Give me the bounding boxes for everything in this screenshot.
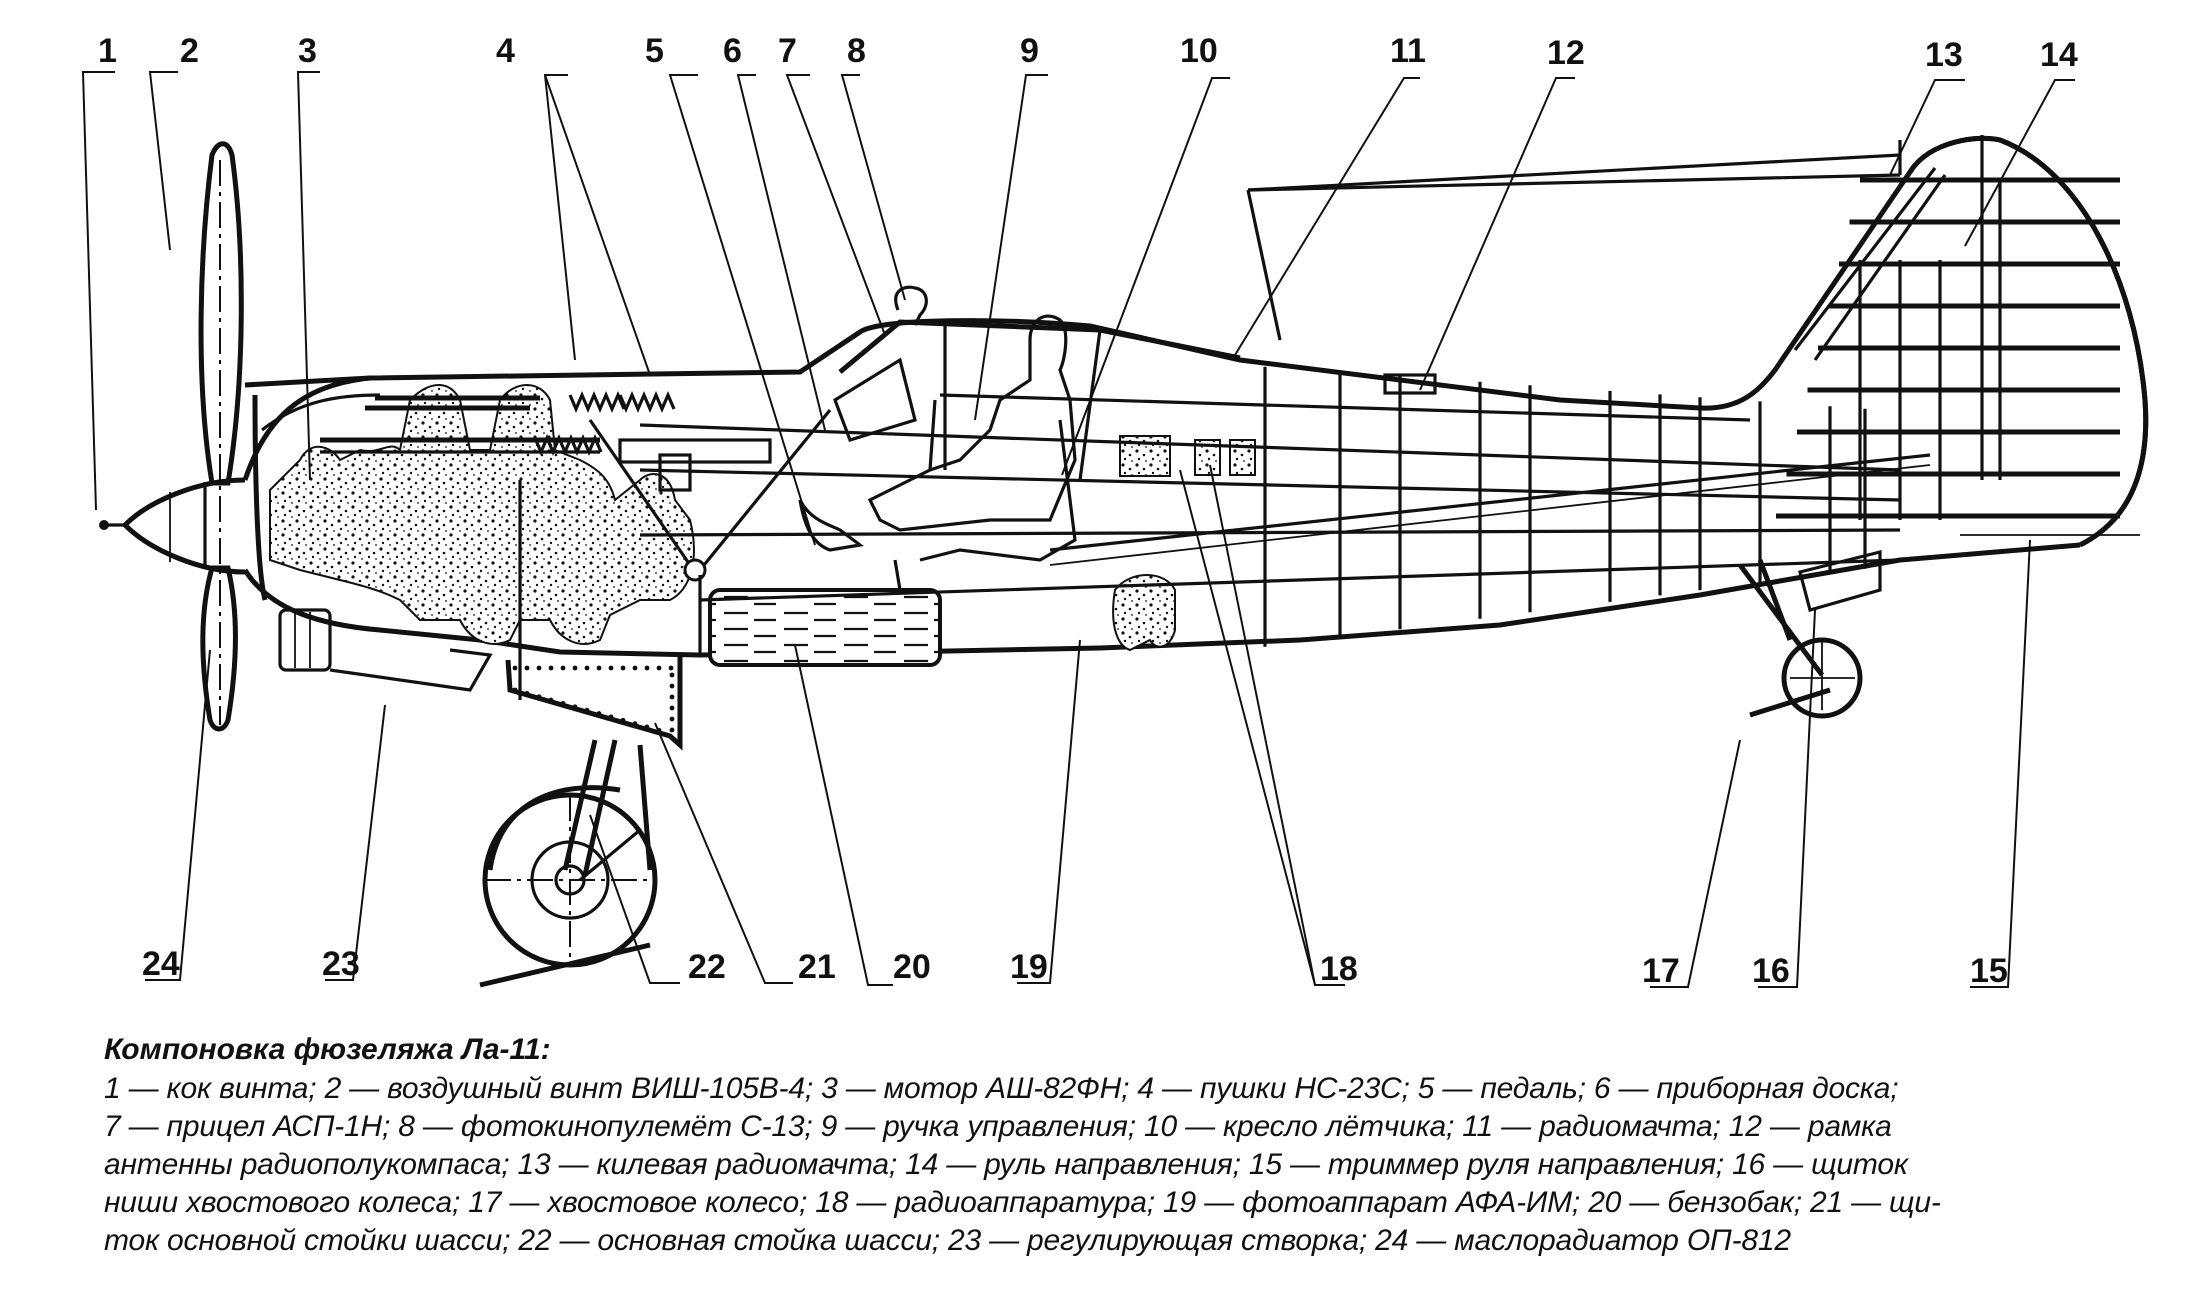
rivet xyxy=(620,717,626,723)
callout-24: 24 xyxy=(142,945,180,983)
callout-23: 23 xyxy=(322,945,360,983)
radio-compass-frame xyxy=(1383,373,1437,395)
rivet xyxy=(560,701,566,706)
rivet xyxy=(512,665,518,671)
instrument-panel xyxy=(833,357,917,442)
caption-title: Компоновка фюзеляжа Ла-11: xyxy=(104,1033,551,1066)
callout-18: 18 xyxy=(1320,950,1358,988)
callout-7: 7 xyxy=(778,32,797,70)
fuselage-lower-contour xyxy=(242,542,2081,658)
rivet xyxy=(669,727,675,733)
caption-line: 1 — кок винта; 2 — воздушный винт ВИШ-10… xyxy=(104,1072,1899,1105)
control-rod xyxy=(1049,453,1931,552)
callout-13: 13 xyxy=(1925,36,1963,74)
rudder-pedal xyxy=(798,499,864,552)
tail-wheel xyxy=(1737,559,1863,719)
rivet xyxy=(584,665,590,671)
rivet xyxy=(668,665,674,671)
fuselage-cutaway-diagram: 1 2 3 4 5 6 7 8 9 10 11 12 13 14 24 23 2… xyxy=(81,32,2149,990)
longeron xyxy=(639,468,1901,502)
control-rod xyxy=(1049,464,1931,566)
rivet xyxy=(608,665,614,671)
engine xyxy=(269,384,695,645)
rivet xyxy=(632,665,638,671)
rivet xyxy=(656,665,662,671)
rivet xyxy=(524,665,530,671)
rivet xyxy=(669,672,675,678)
longeron xyxy=(639,528,1901,537)
aerial-camera xyxy=(1112,574,1176,652)
tail-wheel-door xyxy=(1798,549,1882,612)
rivet xyxy=(536,694,542,700)
callout-leaders xyxy=(81,71,2075,988)
rivet xyxy=(620,665,626,671)
radio-mast xyxy=(1246,140,1902,341)
callout-9: 9 xyxy=(1020,32,1039,70)
rivet xyxy=(632,721,638,726)
engine-mount xyxy=(518,408,832,700)
callout-1: 1 xyxy=(98,32,117,70)
cowl-flap xyxy=(329,648,493,692)
rivet xyxy=(669,683,675,689)
callout-11: 11 xyxy=(1390,32,1426,70)
propeller-blade-lower xyxy=(200,565,238,732)
callout-14: 14 xyxy=(2040,36,2078,74)
rivet xyxy=(596,665,602,671)
pilot-seat xyxy=(919,419,1077,562)
fin-and-rudder xyxy=(1776,135,2149,548)
canopy xyxy=(838,319,1241,374)
callout-5: 5 xyxy=(645,32,664,70)
longeron xyxy=(939,393,1751,422)
rivet xyxy=(548,697,554,703)
main-gear-door xyxy=(505,655,683,751)
caption-line: 7 — прицел АСП-1Н; 8 — фотокинопулемёт С… xyxy=(104,1110,1892,1143)
fuel-tank xyxy=(708,588,942,667)
callout-21: 21 xyxy=(798,948,836,986)
rivet xyxy=(548,665,554,671)
callout-10: 10 xyxy=(1180,32,1218,70)
callout-12: 12 xyxy=(1547,34,1585,72)
rivet xyxy=(560,665,566,671)
main-landing-gear xyxy=(479,739,658,988)
caption-line: ниши хвостового колеса; 17 — хвостовое к… xyxy=(104,1186,1941,1219)
rivet xyxy=(669,705,675,711)
callout-8: 8 xyxy=(847,32,866,70)
pilot-figure xyxy=(867,314,1077,532)
callout-16: 16 xyxy=(1752,952,1790,990)
callout-3: 3 xyxy=(298,32,317,70)
propeller xyxy=(198,141,244,732)
rivet xyxy=(524,690,530,696)
rivet xyxy=(536,665,542,671)
longeron xyxy=(639,423,1901,472)
rivet xyxy=(512,687,518,693)
gunsight xyxy=(894,285,928,326)
oil-radiator xyxy=(278,608,332,672)
callout-19: 19 xyxy=(1010,948,1048,986)
rivet xyxy=(669,694,675,700)
callout-4: 4 xyxy=(496,32,515,70)
cockpit xyxy=(798,285,1241,591)
rivet xyxy=(669,716,675,722)
caption-line: антенны радиополукомпаса; 13 — килевая р… xyxy=(104,1148,1908,1181)
callout-2: 2 xyxy=(180,32,199,70)
callout-15: 15 xyxy=(1970,952,2008,990)
caption-line: ток основной стойки шасси; 22 — основная… xyxy=(104,1224,1791,1257)
propeller-blade-upper xyxy=(198,141,244,486)
callout-20: 20 xyxy=(893,948,931,986)
callout-labels: 1 2 3 4 5 6 7 8 9 10 11 12 13 14 24 23 2… xyxy=(98,32,2078,990)
rivet xyxy=(608,714,614,720)
rivet xyxy=(572,704,578,710)
rivet xyxy=(572,665,578,671)
rivet xyxy=(584,707,590,713)
rivet xyxy=(644,724,650,730)
callout-17: 17 xyxy=(1642,952,1680,990)
callout-22: 22 xyxy=(688,948,726,986)
figure-caption: Компоновка фюзеляжа Ла-11: 1 — кок винта… xyxy=(104,1030,2164,1260)
spinner xyxy=(121,477,246,575)
rivet xyxy=(596,711,602,716)
rivet xyxy=(644,665,650,671)
callout-6: 6 xyxy=(723,32,742,70)
